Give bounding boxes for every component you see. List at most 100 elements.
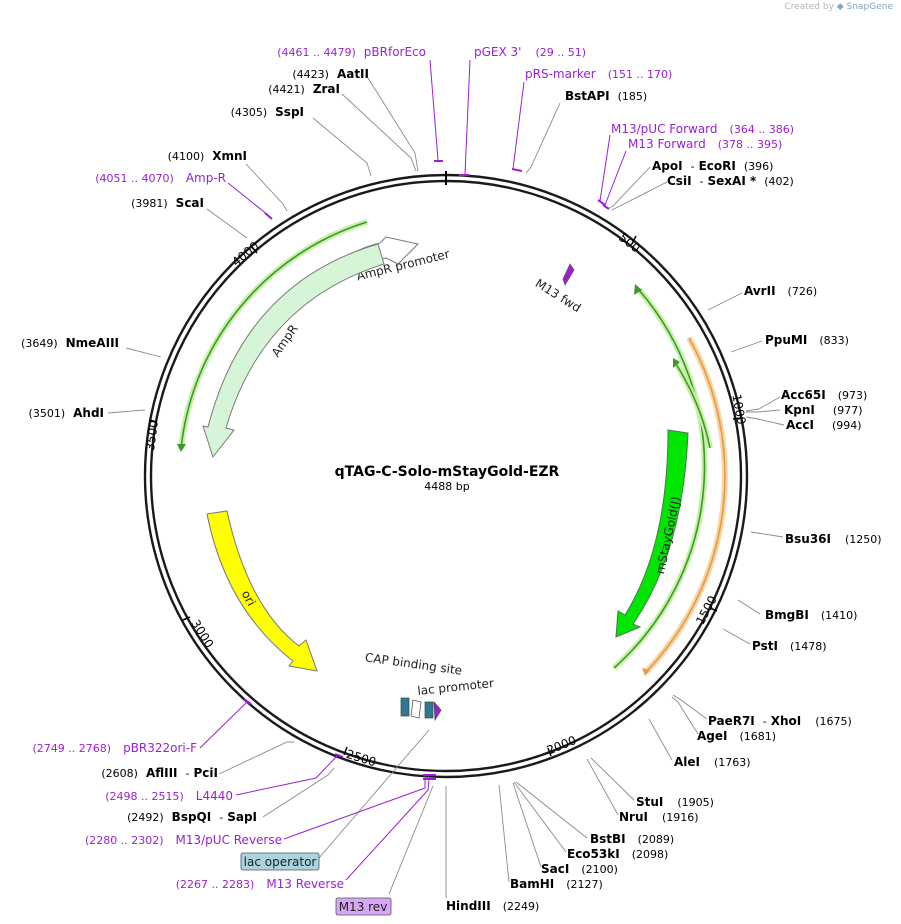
primer-m13-puc-reverse[interactable]: (2280 .. 2302)M13/pUC Reverse xyxy=(85,833,282,847)
site-bamhi[interactable]: BamHI(2127) xyxy=(510,877,603,891)
leader-amp-r xyxy=(227,182,269,216)
tick-1000 xyxy=(732,417,742,420)
site-bmgbi[interactable]: BmgBI(1410) xyxy=(765,608,857,622)
ori-label: ori xyxy=(239,588,259,608)
primer-pbr322ori-f[interactable]: (2749 .. 2768)pBR322ori-F xyxy=(33,741,198,755)
leader-acci xyxy=(745,416,785,426)
leader-xmni xyxy=(245,163,288,212)
primer-m13-reverse[interactable]: (2267 .. 2283)M13 Reverse xyxy=(176,877,344,891)
site-ppumi[interactable]: PpuMI(833) xyxy=(765,333,849,347)
primer-leader-lines xyxy=(199,59,627,881)
m13-puc-forward-bar xyxy=(597,199,606,206)
leader-zrai xyxy=(341,93,417,172)
site-ahdi[interactable]: (3501)AhdI xyxy=(29,406,104,420)
enzyme-leader-lines xyxy=(107,77,785,898)
m13-fwd-arrow xyxy=(562,263,575,286)
leader-scai xyxy=(206,208,248,239)
primer-pbrforeco[interactable]: (4461 .. 4479)pBRforEco xyxy=(277,45,426,59)
lac-operator-label[interactable]: lac operator xyxy=(244,855,317,869)
leader-bstbi xyxy=(515,781,588,839)
credit-brand: SnapGene xyxy=(846,2,893,12)
site-csii-sexai[interactable]: CsiI-SexAI *(402) xyxy=(667,174,794,188)
enzyme-labels-right: BstAPI(185) ApoI-EcoRI(396) CsiI-SexAI *… xyxy=(446,89,882,913)
primer-amp-r[interactable]: (4051 .. 4070)Amp-R xyxy=(95,171,226,185)
site-avrii[interactable]: AvrII(726) xyxy=(744,284,817,298)
site-scai[interactable]: (3981)ScaI xyxy=(131,196,204,210)
l4440-bar xyxy=(334,753,344,758)
site-stui[interactable]: StuI(1905) xyxy=(636,795,714,809)
primer-m13-puc-forward[interactable]: M13/pUC Forward(364 .. 386) xyxy=(611,122,794,136)
leader-eco53ki xyxy=(513,781,567,853)
site-apoi-ecori[interactable]: ApoI-EcoRI(396) xyxy=(652,159,773,173)
leader-pbr322ori-f xyxy=(199,701,248,749)
mstaygold-arrow xyxy=(615,429,689,638)
site-bstbi[interactable]: BstBI(2089) xyxy=(590,832,674,846)
plasmid-name: qTAG-C-Solo-mStayGold-EZR xyxy=(335,464,560,480)
primer-prs-marker[interactable]: pRS-marker(151 .. 170) xyxy=(525,67,672,81)
ori-feature: ori xyxy=(206,510,318,672)
site-bspqi-sapi[interactable]: (2492)BspQI-SapI xyxy=(127,810,257,824)
site-xmni[interactable]: (4100)XmnI xyxy=(168,149,247,163)
site-saci[interactable]: SacI(2100) xyxy=(541,862,618,876)
site-agei[interactable]: AgeI(1681) xyxy=(697,729,776,743)
ampr-arc xyxy=(180,221,368,450)
leader-paer7i xyxy=(672,694,708,720)
site-alei[interactable]: AleI(1763) xyxy=(674,755,751,769)
primer-m13-forward[interactable]: M13 Forward(378 .. 395) xyxy=(628,137,782,151)
leader-m13-puc-reverse xyxy=(283,776,426,840)
m13-forward-bar xyxy=(602,204,610,210)
site-bstapi[interactable]: BstAPI(185) xyxy=(565,89,647,103)
site-paer7i-xhoi[interactable]: PaeR7I-XhoI(1675) xyxy=(708,714,852,728)
site-sspi[interactable]: (4305)SspI xyxy=(231,105,304,119)
tick-4000 xyxy=(251,246,258,254)
leader-nmeaiii xyxy=(125,347,162,358)
tick-marks xyxy=(148,235,742,757)
m13-rev-label[interactable]: M13 rev xyxy=(339,900,388,914)
site-acc65i[interactable]: Acc65I(973) xyxy=(781,388,867,402)
orange-arc xyxy=(645,337,726,673)
primer-pgex3[interactable]: pGEX 3'(29 .. 51) xyxy=(474,45,586,59)
leader-agei xyxy=(671,696,699,735)
site-aatii[interactable]: (4423)AatII xyxy=(292,67,369,81)
leader-bmgbi xyxy=(737,599,761,615)
tick-label-1000: 1000 xyxy=(729,393,748,426)
orange-arc-arrowhead xyxy=(642,668,650,676)
leader-lac-operator xyxy=(318,729,430,859)
lac-operator-label-box xyxy=(240,852,320,871)
ori-arrow xyxy=(206,510,318,672)
plasmid-length: 4488 bp xyxy=(424,480,469,493)
tick-2500 xyxy=(343,746,348,756)
m13-fwd-label: M13 fwd xyxy=(533,276,584,315)
site-hindiii[interactable]: HindIII(2249) xyxy=(446,899,539,913)
leader-bspqi xyxy=(262,767,335,818)
site-nmeaiii[interactable]: (3649)NmeAIII xyxy=(21,336,119,350)
cap-binding-site-label: CAP binding site xyxy=(364,650,463,677)
site-bsu36i[interactable]: Bsu36I(1250) xyxy=(785,532,882,546)
primer-l4440[interactable]: (2498 .. 2515)L4440 xyxy=(105,789,233,803)
site-kpni[interactable]: KpnI(977) xyxy=(784,403,863,417)
leader-pgex3 xyxy=(464,59,471,175)
backbone xyxy=(143,171,749,779)
cap-binding-site-box xyxy=(400,697,410,717)
tick-3500 xyxy=(148,419,158,423)
tick-2000 xyxy=(547,747,552,757)
leader-acc65i xyxy=(745,396,781,412)
site-zrai[interactable]: (4421)ZraI xyxy=(268,82,340,96)
leader-kpni xyxy=(746,409,781,413)
site-afliii-pcii[interactable]: (2608)AflIII-PciI xyxy=(101,766,218,780)
leader-nrui xyxy=(586,758,619,816)
site-acci[interactable]: AccI(994) xyxy=(786,418,862,432)
site-eco53ki[interactable]: Eco53kI(2098) xyxy=(567,847,668,861)
leader-m13-forward xyxy=(604,150,627,206)
site-nrui[interactable]: NruI(1916) xyxy=(619,810,699,824)
leader-m13-puc-forward xyxy=(599,134,611,202)
m13-fwd-feature: M13 fwd xyxy=(533,263,584,315)
leader-aatii xyxy=(367,77,419,172)
site-psti[interactable]: PstI(1478) xyxy=(752,639,827,653)
mstaygold-feature: mStayGold(J) xyxy=(615,429,689,638)
tick-3000 xyxy=(182,616,191,621)
leader-afliii xyxy=(218,741,294,775)
feature-arcs xyxy=(177,219,728,676)
leader-m13-reverse xyxy=(345,779,430,881)
ampr-arrow xyxy=(202,243,385,459)
